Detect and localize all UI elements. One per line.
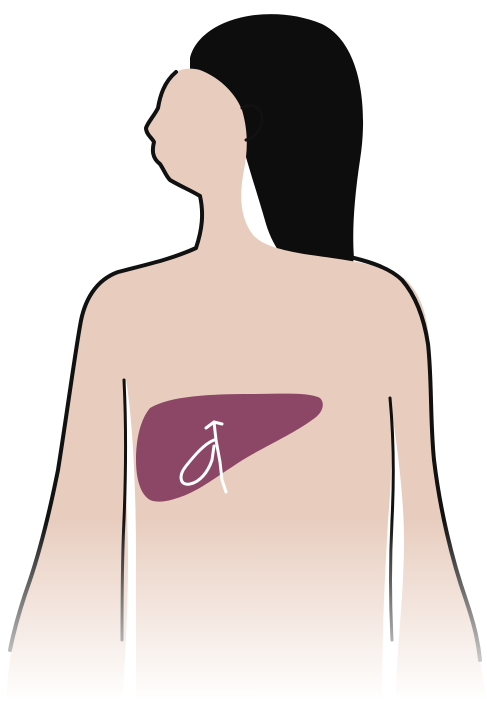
bottom-fade [0,520,487,701]
